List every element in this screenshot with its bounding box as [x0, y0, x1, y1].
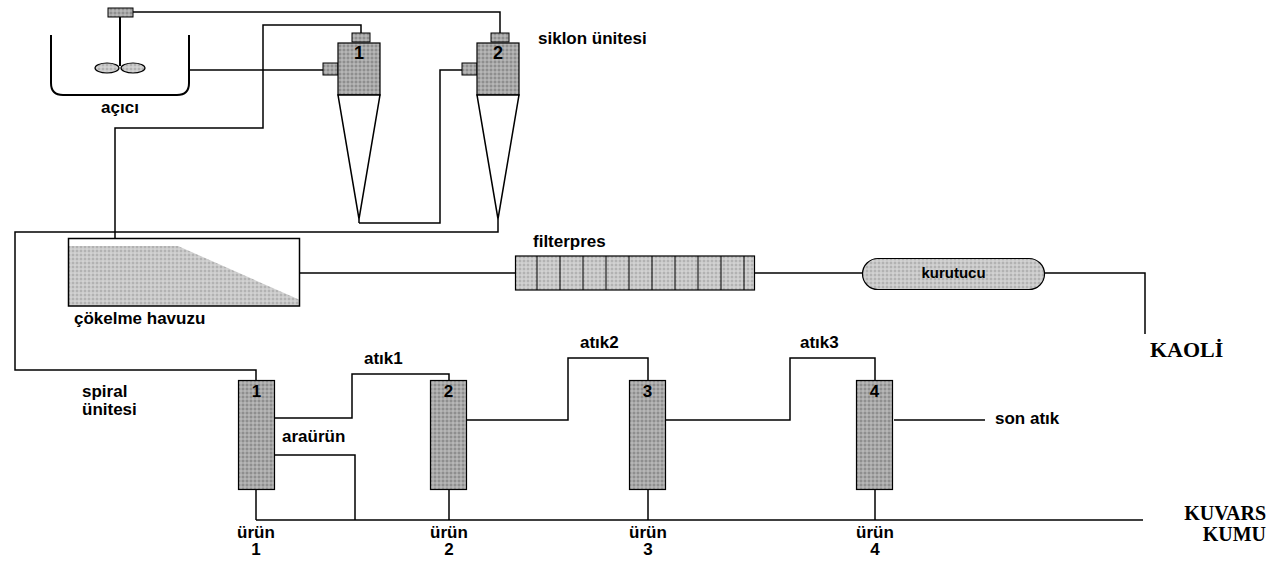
- flow-line: [15, 223, 498, 380]
- cyclone: 1: [323, 33, 380, 223]
- spiral: 2: [430, 380, 467, 490]
- cyclone: 2: [462, 33, 519, 223]
- stream-label: atık3: [798, 334, 841, 352]
- flow-line: [666, 358, 875, 420]
- node-label: kurutucu: [862, 265, 1045, 281]
- dryer: kurutucu: [862, 258, 1045, 290]
- node-label: 2: [430, 383, 467, 401]
- node-label: 1: [338, 44, 380, 63]
- flow-line: [190, 12, 500, 33]
- cyclone-shape: [462, 33, 519, 223]
- flow-line: [190, 70, 323, 71]
- node-label: 2: [477, 44, 519, 63]
- flow-line: [755, 273, 862, 274]
- flow-line: [300, 273, 515, 274]
- product-label: ürün 2: [425, 524, 473, 558]
- output-label: KAOLİ: [1150, 338, 1270, 361]
- node-label: filterpres: [533, 233, 733, 251]
- node-label: 3: [629, 383, 666, 401]
- settling-basin: çökelme havuzu: [68, 238, 300, 330]
- stream-label: araürün: [282, 428, 372, 446]
- cyclone-shape: [323, 33, 380, 223]
- spiral: 4: [856, 380, 893, 490]
- mixer-tank: açıcı: [50, 8, 190, 120]
- spiral: 3: [629, 380, 666, 490]
- unit-label: spiral ünitesi: [82, 383, 160, 419]
- node-label: açıcı: [50, 99, 190, 117]
- flow-line: [467, 358, 648, 420]
- product-label: ürün 4: [851, 524, 899, 558]
- node-label: 4: [856, 383, 893, 401]
- product-label: ürün 3: [624, 524, 672, 558]
- stream-label: son atık: [995, 410, 1095, 428]
- stream-label: atık1: [362, 350, 405, 368]
- stream-label: atık2: [578, 334, 621, 352]
- output-label: KUVARS KUMU: [1150, 503, 1266, 545]
- product-label: ürün 1: [232, 524, 280, 558]
- spiral: 1: [238, 380, 275, 490]
- flow-line: [275, 374, 449, 418]
- flow-line: [115, 25, 361, 238]
- node-label: 1: [238, 383, 275, 401]
- filter-press: filterpres: [515, 232, 755, 292]
- node-label: çökelme havuzu: [74, 310, 300, 328]
- unit-label: siklon ünitesi: [538, 30, 698, 48]
